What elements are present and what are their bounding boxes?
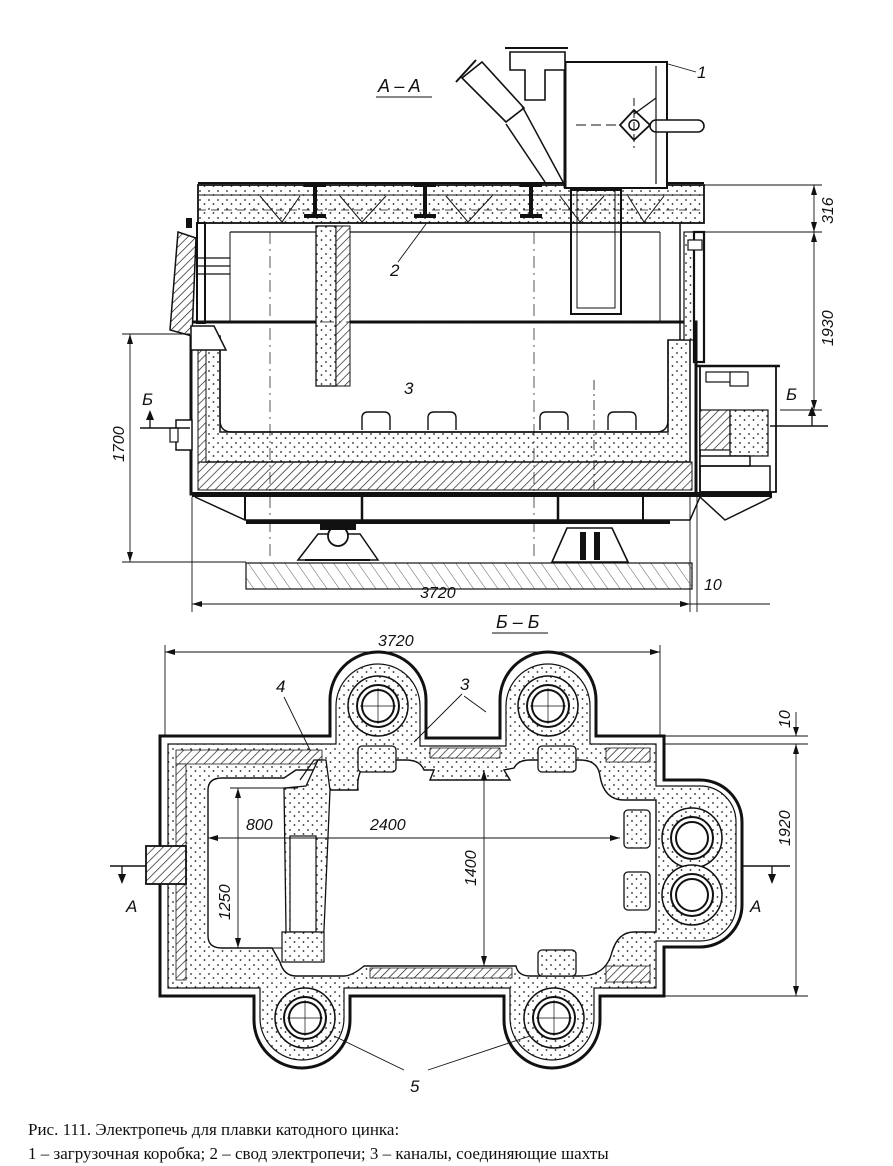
section-b-b-title: Б – Б: [496, 612, 540, 632]
callout-2: 2: [389, 261, 400, 280]
dim-10-bottom: 10: [777, 710, 794, 728]
foundation-slab: [245, 562, 693, 590]
dim-2400: 2400: [369, 817, 406, 834]
dim-316: 316: [820, 197, 837, 224]
callout-3-top: 3: [404, 379, 414, 398]
callout-5: 5: [410, 1077, 420, 1096]
fixed-support: [550, 527, 630, 563]
dim-1920: 1920: [777, 810, 794, 846]
dim-800: 800: [246, 817, 273, 834]
cut-b-left: Б: [142, 390, 153, 409]
section-a-a-view: A – A: [111, 47, 837, 612]
dim-10-top: 10: [704, 577, 722, 594]
rocker-support: [296, 524, 380, 561]
figure-caption: Рис. 111. Электропечь для плавки катодно…: [28, 1118, 888, 1166]
furnace-drawing: A – A: [110, 47, 837, 1096]
electrode-box: [696, 364, 780, 493]
section-b-b-view: Б – Б 3720: [110, 612, 808, 1096]
callout-3-bottom: 3: [460, 675, 470, 694]
roof-vault: [197, 182, 705, 224]
cut-a-right: А: [749, 897, 761, 916]
caption-legend: 1 – загрузочная коробка; 2 – свод электр…: [28, 1144, 609, 1163]
dim-1400: 1400: [463, 850, 480, 886]
cut-b-right: Б: [786, 385, 797, 404]
dim-1700: 1700: [111, 426, 128, 462]
dim-3720-top: 3720: [420, 585, 456, 602]
door-left: [169, 218, 230, 337]
caption-title: Рис. 111. Электропечь для плавки катодно…: [28, 1120, 400, 1139]
callout-1: 1: [697, 63, 706, 82]
cut-a-left: А: [125, 897, 137, 916]
callout-4: 4: [276, 677, 285, 696]
dim-3720-bottom: 3720: [378, 633, 414, 650]
loading-box: [455, 47, 705, 315]
dim-1930: 1930: [820, 310, 837, 346]
section-a-a-title: A – A: [377, 76, 421, 96]
dim-1250: 1250: [217, 884, 234, 920]
